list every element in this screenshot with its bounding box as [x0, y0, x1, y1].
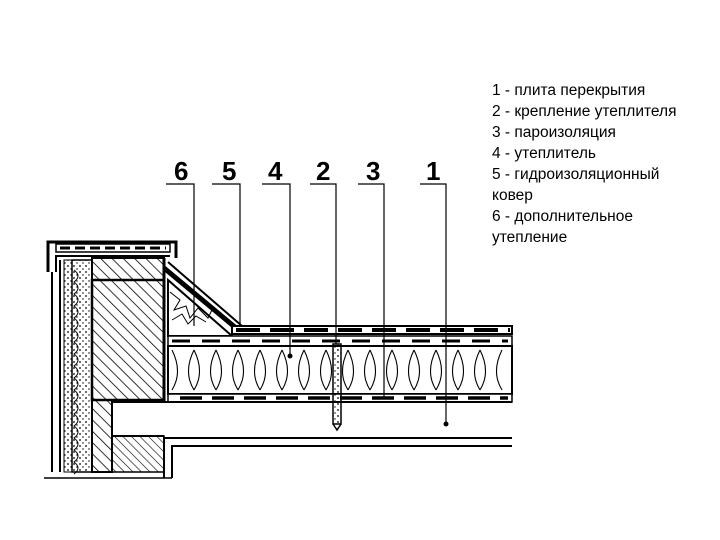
floor-slab	[111, 401, 512, 478]
legend-line: 5 - гидроизоляционный	[492, 166, 660, 183]
callout-3-label: 3	[366, 156, 380, 186]
legend-line: 2 - крепление утеплителя	[492, 103, 677, 120]
callout-2-label: 2	[316, 156, 330, 186]
callout-6-label: 6	[174, 156, 188, 186]
legend-line: 4 - утеплитель	[492, 145, 596, 162]
callout-lines	[166, 183, 447, 424]
insulation-fastener	[332, 343, 342, 432]
callout-dot-1	[443, 421, 449, 427]
parapet-outer-wall	[51, 259, 93, 475]
legend-line: утепление	[492, 229, 568, 246]
legend-line: 1 - плита перекрытия	[492, 82, 646, 99]
callout-dot-4	[287, 353, 293, 359]
parapet-masonry	[90, 257, 166, 473]
callout-4-label: 4	[268, 156, 283, 186]
legend-line: 3 - пароизоляция	[492, 124, 616, 141]
waterproofing-membrane	[231, 325, 513, 335]
additional-insulation-wedge	[162, 261, 243, 337]
legend-line: ковер	[492, 187, 533, 204]
parapet-cap	[46, 240, 178, 272]
legend-line: 6 - дополнительное	[492, 208, 633, 225]
legend: 1 - плита перекрытия 2 - крепление утепл…	[492, 80, 714, 248]
callout-5-label: 5	[222, 156, 236, 186]
callout-1-label: 1	[426, 156, 440, 186]
